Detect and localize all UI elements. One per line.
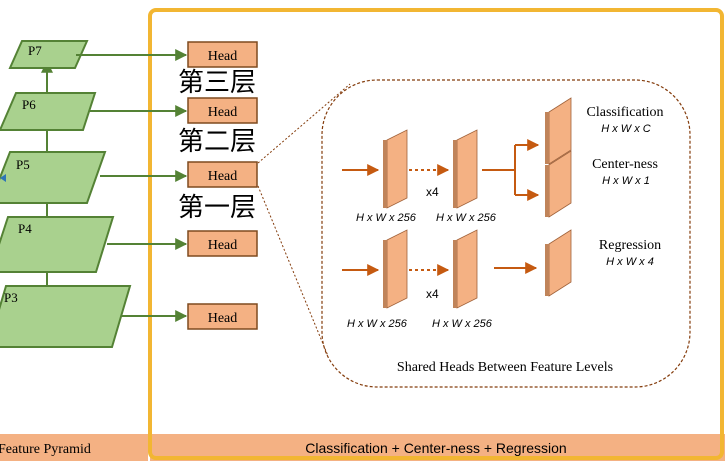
top-after-dims: H x W x 256 (436, 212, 497, 224)
head-box-p7: Head (187, 41, 258, 68)
head-box-p5: Head (187, 161, 258, 188)
shared-heads-caption: Shared Heads Between Feature Levels (397, 360, 613, 375)
pyramid-level-p3: P3 (0, 285, 132, 348)
head-box-p4: Head (187, 230, 258, 257)
pyramid-level-p7: P7 (8, 40, 89, 69)
head-box-p6: Head (187, 97, 258, 124)
top-repeat-label: x4 (426, 185, 439, 199)
output-title-regression: Regression (599, 238, 661, 253)
feature-map-classification (545, 97, 572, 165)
p5-input-arrow (0, 174, 6, 182)
feature-map-regression (545, 229, 572, 297)
output-dims-centerness: H x W x 1 (602, 175, 650, 187)
shared-heads-region (321, 79, 691, 388)
bottom-repeat-label: x4 (426, 287, 439, 301)
split-arrow-stem (482, 145, 516, 195)
feature-map-bottom-1 (383, 229, 408, 309)
zoom-line-bottom (257, 185, 329, 357)
feature-pyramid-footer-bar (0, 434, 148, 461)
head-label: Head (208, 105, 238, 120)
level-label-p7: P7 (28, 43, 42, 58)
pyramid-level-p6: P6 (0, 92, 97, 131)
bottom-after-dims: H x W x 256 (432, 318, 493, 330)
level-label-p5: P5 (16, 157, 30, 172)
feature-map-bottom-2 (453, 229, 478, 309)
output-dims-regression: H x W x 4 (606, 256, 654, 268)
pyramid-level-p5: P5 (0, 151, 107, 204)
zoom-line-top (257, 83, 351, 164)
pyramid-level-p4: P4 (0, 216, 115, 273)
head-label: Head (208, 311, 238, 326)
heads-frame (148, 8, 724, 460)
feature-map-top-2 (453, 129, 478, 209)
annotation-first-level: 第一层 (178, 193, 256, 223)
level-label-p4: P4 (18, 221, 32, 236)
annotation-second-level: 第二层 (178, 127, 256, 157)
feature-map-top-1 (383, 129, 408, 209)
heads-footer-label: Classification + Center-ness + Regressio… (305, 440, 566, 456)
bottom-input-dims: H x W x 256 (347, 318, 408, 330)
head-label: Head (208, 169, 238, 184)
output-title-centerness: Center-ness (592, 157, 658, 172)
level-label-p3: P3 (4, 290, 18, 305)
level-label-p6: P6 (22, 97, 36, 112)
head-box-p3: Head (187, 303, 258, 330)
top-input-dims: H x W x 256 (356, 212, 417, 224)
output-dims-classification: H x W x C (601, 123, 651, 135)
annotation-third-level: 第三层 (178, 68, 256, 98)
feature-map-centerness (545, 150, 572, 218)
feature-pyramid-label: Feature Pyramid (0, 442, 91, 457)
head-label: Head (208, 238, 238, 253)
output-title-classification: Classification (587, 105, 664, 120)
head-label: Head (208, 49, 238, 64)
